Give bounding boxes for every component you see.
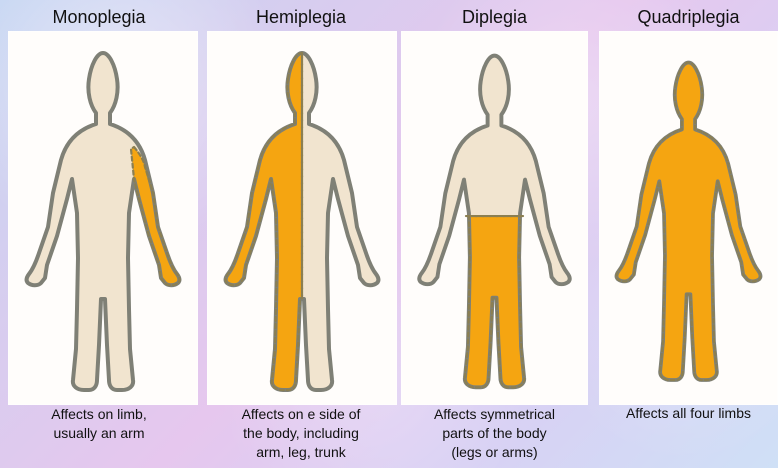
quadriplegia-title: Quadriplegia [599,7,778,27]
hemiplegia-caption: Affects on e side of the body, including… [204,405,398,462]
hemiplegia-panel: Hemiplegia Affects on e side of the body… [204,0,398,468]
hemiplegia-figure [207,31,397,405]
diplegia-caption: Affects symmetrical parts of the body (l… [401,405,588,462]
quadriplegia-panel: Quadriplegia Affects all four limbs [599,0,778,468]
diplegia-figure-card [401,31,588,405]
monoplegia-figure [8,31,198,405]
diplegia-panel: Diplegia Affects symmetrical parts of th… [401,0,588,468]
monoplegia-caption: Affects on limb, usually an arm [0,405,198,443]
quadriplegia-caption: Affects all four limbs [599,404,778,423]
diplegia-figure [401,31,588,405]
diplegia-title: Diplegia [401,7,588,27]
monoplegia-figure-card [8,31,198,405]
monoplegia-title: Monoplegia [0,7,198,27]
monoplegia-panel: Monoplegia Affects on limb, usually an a… [0,0,198,468]
quadriplegia-figure-card [599,31,778,405]
quadriplegia-figure [599,31,778,405]
hemiplegia-title: Hemiplegia [204,7,398,27]
hemiplegia-figure-card [207,31,397,405]
